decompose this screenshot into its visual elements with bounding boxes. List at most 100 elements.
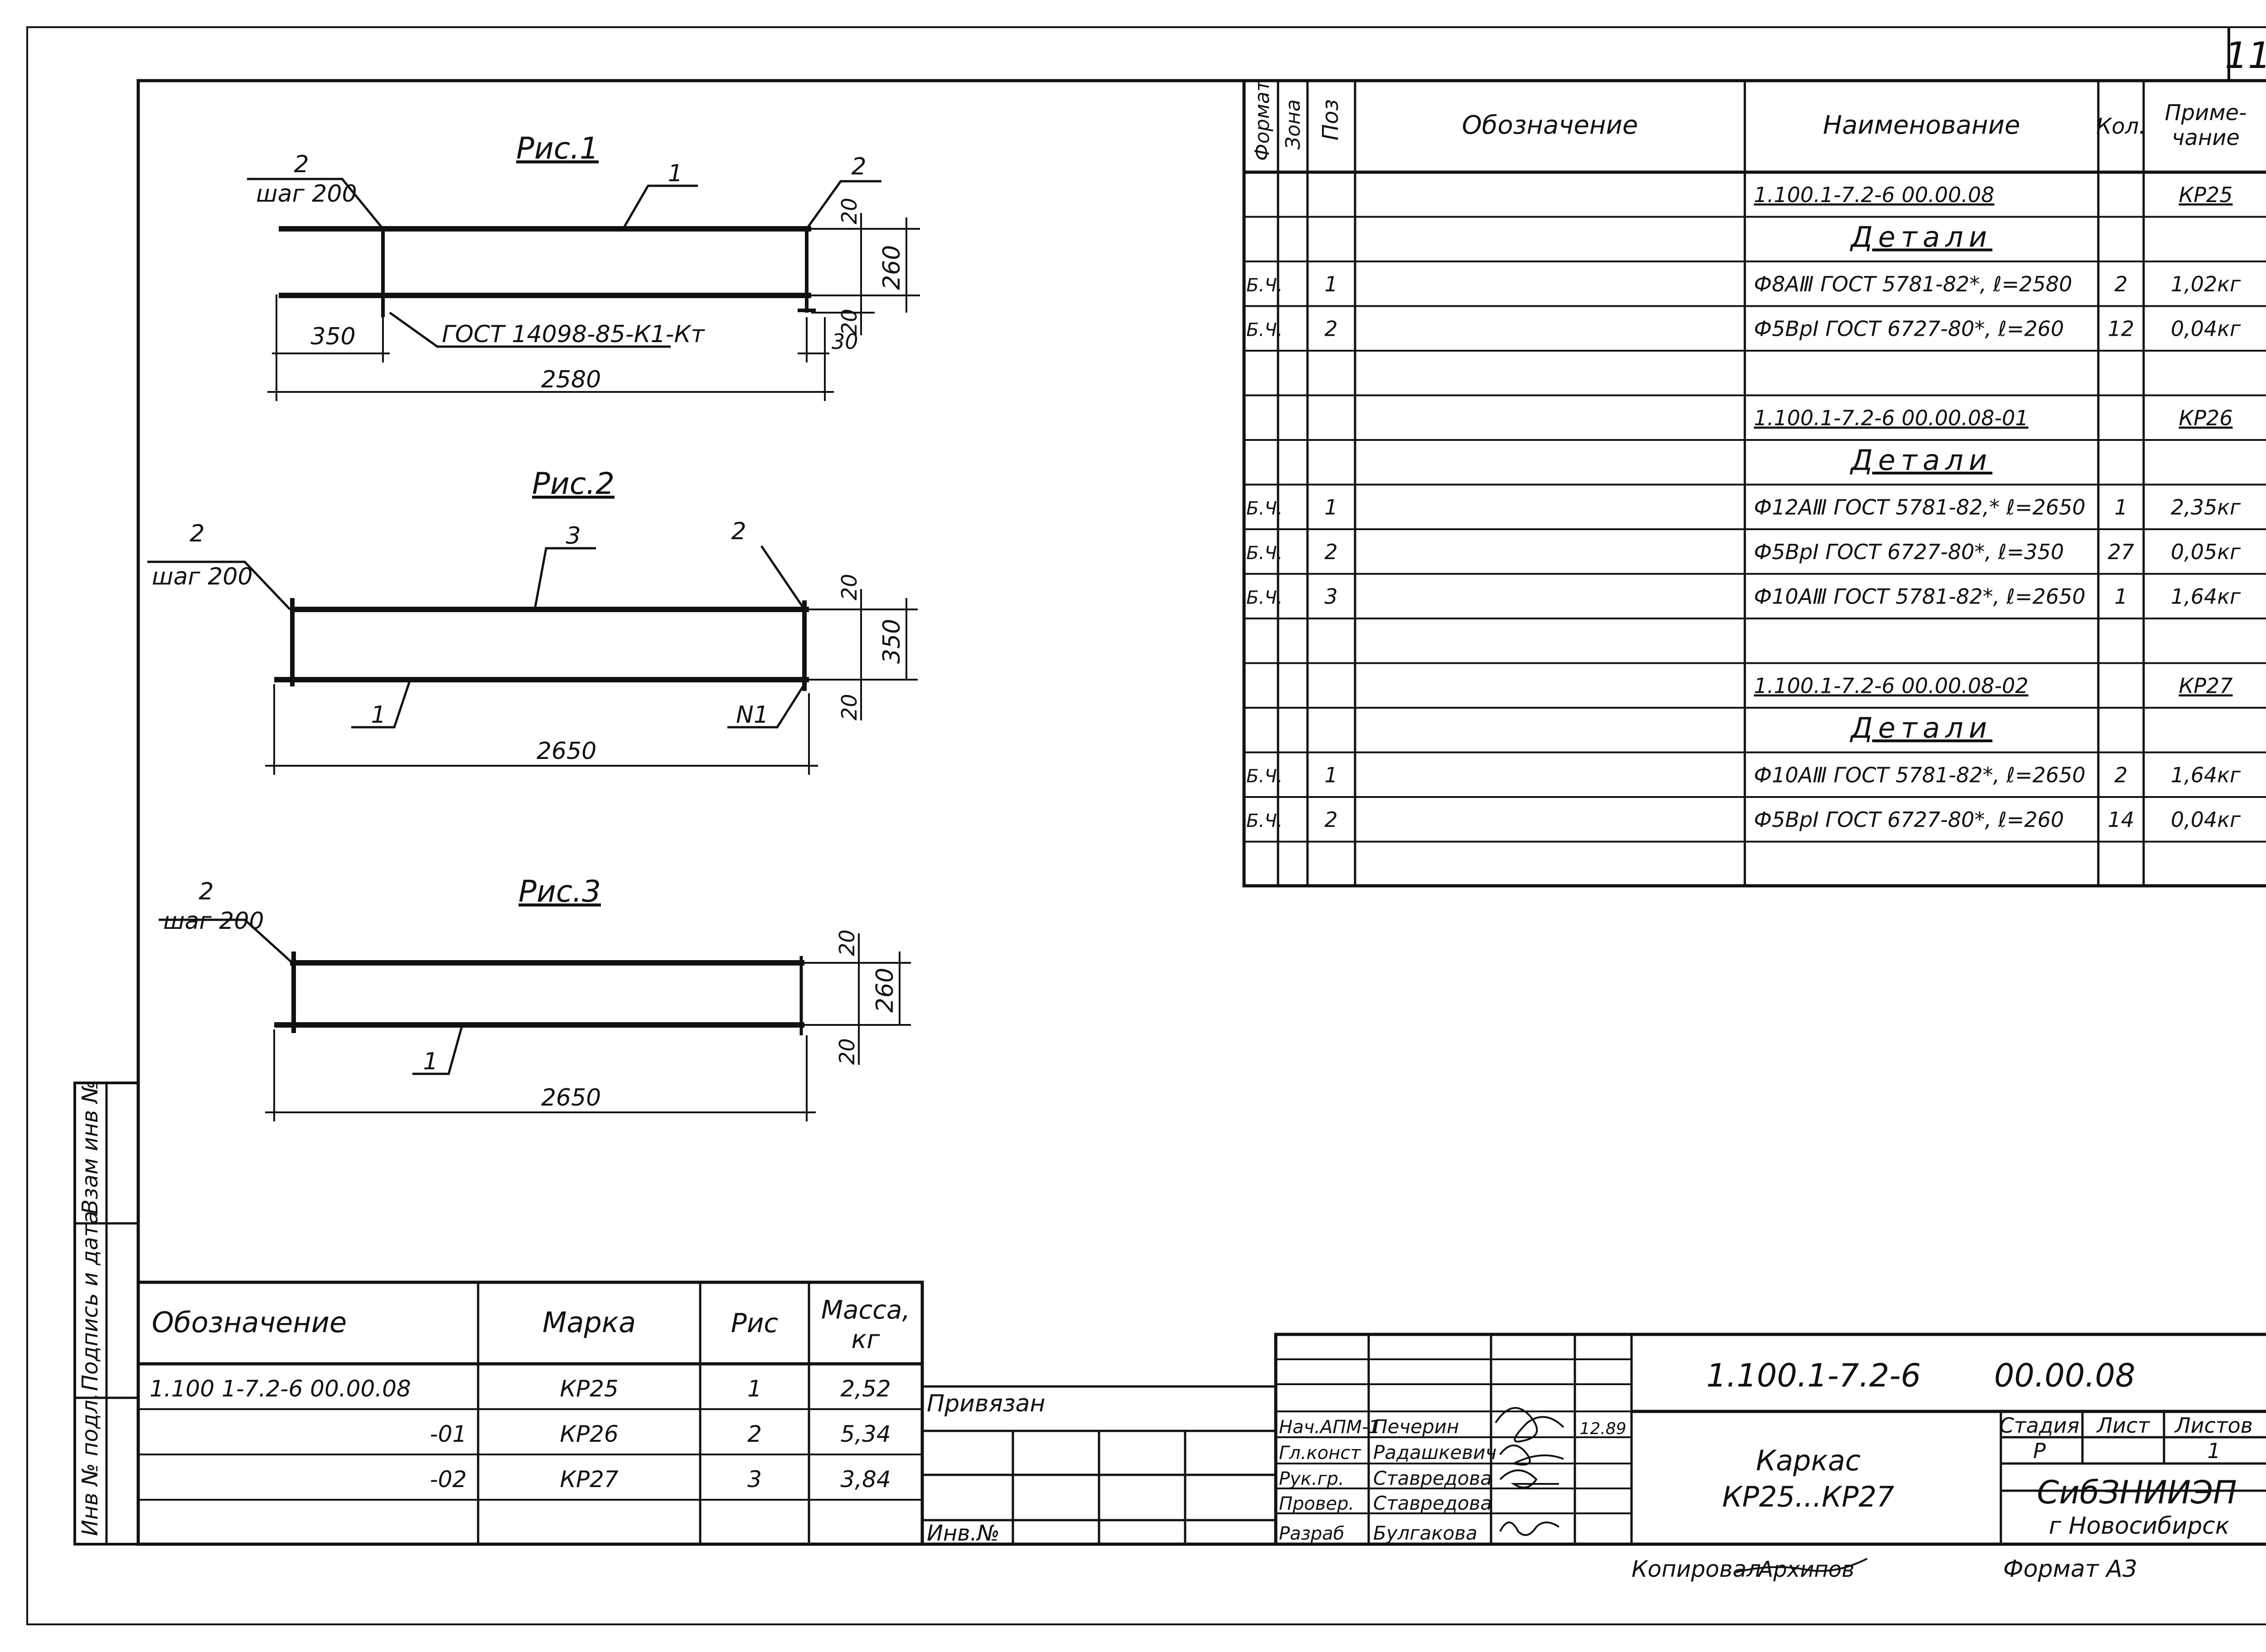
marks-header-mass-1: Масса, xyxy=(821,1295,910,1325)
marks-row-mark: КР27 xyxy=(560,1466,618,1493)
spec-row-name: Ф10АⅢ ГОСТ 5781-82*, ℓ=2650 xyxy=(1754,584,2086,609)
person-role: Разраб xyxy=(1279,1523,1344,1544)
spec-row-name: Ф8АⅢ ГОСТ 5781-82*, ℓ=2580 xyxy=(1754,272,2072,296)
person-role: Рук.гр. xyxy=(1279,1468,1344,1489)
person-name: Печерин xyxy=(1373,1415,1459,1438)
fig2-dim-2650: 2650 xyxy=(537,738,596,765)
fig2-label-3: 3 xyxy=(566,522,581,550)
fig2-dim-20b: 20 xyxy=(837,694,862,720)
fig1-label-1: 1 xyxy=(668,160,683,187)
fig1-weld: ГОСТ 14098-85-К1-Кт xyxy=(442,321,705,348)
fig3-dim-20b: 20 xyxy=(835,1038,859,1065)
spec-row-qty: 1 xyxy=(2114,495,2127,519)
title-code: 1.100.1-7.2-6 xyxy=(1706,1357,1921,1394)
person-role: Нач.АПМ-1 xyxy=(1279,1417,1380,1438)
fig3-dim-2650: 2650 xyxy=(541,1084,601,1111)
spec-row-format: Б.Ч. xyxy=(1246,766,1283,787)
spec-row-pos: 2 xyxy=(1324,316,1337,341)
marks-row-designation: 1.100 1-7.2-6 00.00.08 xyxy=(150,1376,411,1402)
fig1-dim-20a: 20 xyxy=(837,198,862,224)
spec-row-heading: Детали xyxy=(1850,220,1993,253)
spec-row-name: Ф10АⅢ ГОСТ 5781-82*, ℓ=2650 xyxy=(1754,763,2086,787)
spec-row-note: КР27 xyxy=(2179,673,2233,698)
fig1-dim-2580: 2580 xyxy=(541,366,601,393)
spec-row-name: Ф12АⅢ ГОСТ 5781-82,* ℓ=2650 xyxy=(1754,495,2086,519)
fig2-label-2a: 2 xyxy=(189,520,204,547)
fig2-title: Рис.2 xyxy=(532,466,615,501)
inner-frame xyxy=(136,79,2266,1546)
spec-header-note-1: Приме- xyxy=(2165,100,2247,126)
fig2-label-2b: 2 xyxy=(731,518,746,545)
spec-row-pos: 2 xyxy=(1324,540,1337,564)
spec-row-heading: Детали xyxy=(1850,711,1993,744)
spec-row-format: Б.Ч. xyxy=(1246,587,1283,608)
figure-1: Рис.1 2 шаг 200 1 2 ГОСТ 14098-85-К1-Кт … xyxy=(247,131,920,401)
spec-row-name: Ф5ВрI ГОСТ 6727-80*, ℓ=350 xyxy=(1754,540,2064,564)
spec-row-qty: 2 xyxy=(2114,272,2127,296)
marks-header-mass-2: кг xyxy=(851,1325,880,1354)
marks-row-designation: -02 xyxy=(430,1466,467,1493)
title-object-2: КР25...КР27 xyxy=(1722,1480,1894,1513)
title-stage: Р xyxy=(2033,1439,2046,1463)
footer-format: Формат А3 xyxy=(2003,1555,2137,1583)
title-sheets-label: Листов xyxy=(2174,1413,2253,1438)
person-name: Ставредова xyxy=(1373,1492,1492,1514)
spec-row-name: 1.100.1-7.2-6 00.00.08-02 xyxy=(1754,673,2029,698)
fig3-label-2a: 2 xyxy=(199,878,213,905)
spec-row-note: 1,64кг xyxy=(2171,763,2241,787)
footer-copied: Копировал xyxy=(1632,1556,1761,1582)
marks-header-mark: Марка xyxy=(542,1306,636,1339)
spec-row-pos: 1 xyxy=(1324,763,1337,787)
spec-row-format: Б.Ч. xyxy=(1246,275,1283,296)
binding-block: Привязан Инв.№ xyxy=(922,1385,1276,1546)
title-stage-label: Стадия xyxy=(2000,1413,2079,1438)
fig1-title: Рис.1 xyxy=(516,131,599,166)
fig2-step: шаг 200 xyxy=(152,563,253,590)
marks-row-mark: КР25 xyxy=(560,1376,618,1402)
spec-row-format: Б.Ч. xyxy=(1246,498,1283,519)
fig3-dim-260: 260 xyxy=(872,968,899,1013)
spec-row-name: 1.100.1-7.2-6 00.00.08 xyxy=(1754,183,1995,207)
sheet-number: 11 xyxy=(2225,34,2266,77)
fig1-label-2b: 2 xyxy=(851,153,866,180)
spec-row-qty: 2 xyxy=(2114,763,2127,787)
spec-row-note: 0,05кг xyxy=(2171,540,2241,564)
spec-row-note: КР25 xyxy=(2179,183,2233,207)
marks-row-designation: -01 xyxy=(430,1421,467,1447)
spec-row-format: Б.Ч. xyxy=(1246,543,1283,564)
person-name: Булгакова xyxy=(1373,1522,1477,1544)
spec-row-qty: 14 xyxy=(2108,807,2135,832)
spec-header-pos: Поз xyxy=(1318,99,1343,140)
title-org-1: СибЗНИИЭП xyxy=(2037,1474,2237,1511)
spec-header-zone: Зона xyxy=(1282,99,1305,150)
spec-table: Формат Зона Поз Обозначение Наименование… xyxy=(1242,79,2266,888)
fig2-dim-20a: 20 xyxy=(837,574,862,600)
marks-row-mark: КР26 xyxy=(560,1421,618,1447)
fig2-label-n1: N1 xyxy=(736,701,769,729)
person-role: Гл.конст xyxy=(1279,1443,1361,1464)
fig3-title: Рис.3 xyxy=(518,874,601,909)
fig1-step: шаг 200 xyxy=(256,180,357,208)
spec-row-note: 1,02кг xyxy=(2171,272,2241,296)
spec-row-note: КР26 xyxy=(2179,406,2233,430)
marks-header-designation: Обозначение xyxy=(152,1306,347,1339)
side-inv-orig: Инв № подл. xyxy=(77,1393,103,1536)
spec-row-note: 2,35кг xyxy=(2171,495,2241,519)
spec-row-format: Б.Ч. xyxy=(1246,811,1283,831)
title-object-1: Каркас xyxy=(1756,1444,1861,1477)
outer-border xyxy=(26,26,2266,1625)
title-suffix: 00.00.08 xyxy=(1994,1357,2135,1394)
spec-row-qty: 12 xyxy=(2108,316,2135,341)
marks-table: Обозначение Марка Рис Масса, кг 1.100 1-… xyxy=(136,1280,924,1546)
marks-header-fig: Рис xyxy=(731,1308,779,1338)
spec-row-pos: 2 xyxy=(1324,807,1337,832)
spec-row-note: 1,64кг xyxy=(2171,584,2241,609)
spec-header-format: Формат xyxy=(1251,79,1274,161)
person-name: Ставредова xyxy=(1373,1467,1492,1489)
binding-inv: Инв.№ xyxy=(927,1521,1000,1546)
fig3-label-1: 1 xyxy=(423,1048,438,1075)
fig1-label-2a: 2 xyxy=(294,151,309,178)
title-sheets: 1 xyxy=(2207,1439,2220,1463)
binding-bound: Привязан xyxy=(927,1390,1045,1417)
